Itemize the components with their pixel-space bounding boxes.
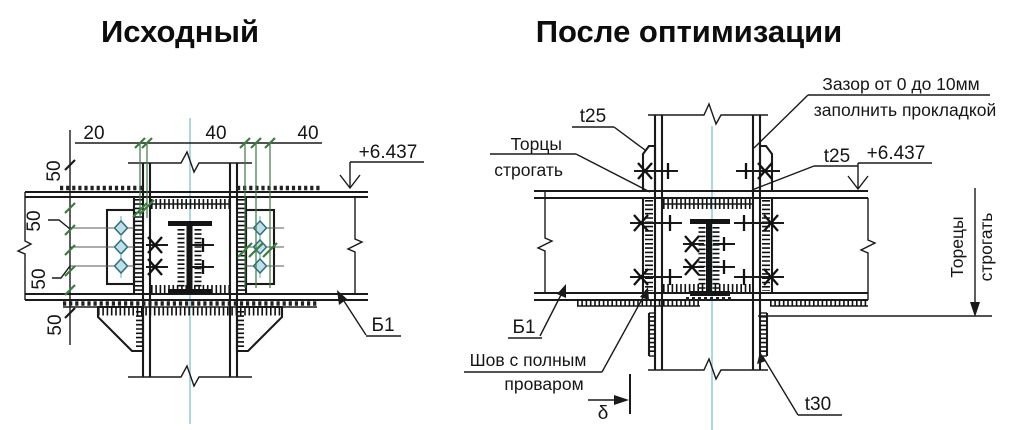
gap-dimension: δ: [588, 374, 631, 424]
drawing-optimized: После оптимизации: [464, 14, 996, 430]
drawing-original: Исходный: [16, 14, 424, 424]
note-line: строгать: [976, 213, 996, 282]
break-symbol: [648, 357, 768, 381]
beam-mark: Б1: [337, 290, 401, 337]
bolt-symbol: [146, 236, 214, 254]
label-t25-right: t25: [751, 146, 858, 191]
break-symbol: [16, 192, 33, 300]
plate-label: t25: [580, 106, 606, 127]
note-line: Шов с полным: [470, 350, 587, 370]
note-line: Торцы: [511, 134, 562, 154]
break-symbol: [648, 102, 768, 126]
elevation-mark: +6.437: [339, 142, 424, 190]
bolt-diamond-icon: [113, 254, 129, 278]
dim-label: 40: [297, 123, 318, 144]
flange-bolts: [630, 162, 784, 286]
delta-label: δ: [598, 403, 609, 424]
dim-label: 20: [83, 123, 104, 144]
bolt-symbol: [736, 162, 780, 180]
column: [128, 150, 252, 388]
note-ends-left: Торцы строгать: [490, 134, 651, 193]
stub-i-section: [683, 219, 735, 301]
break-symbol: [536, 191, 554, 293]
note-weld: Шов с полным проваром: [464, 287, 649, 394]
bolt-symbol: [634, 162, 678, 180]
plate-label: t25: [824, 146, 850, 167]
label-t25-upper: t25: [572, 106, 646, 151]
note-gap: Зазор от 0 до 10мм заполнить прокладкой: [753, 74, 997, 149]
note-ends-vertical: Торецы строгать: [758, 188, 996, 317]
dim-label: 50: [45, 314, 66, 335]
right-title: После оптимизации: [536, 14, 843, 49]
bolt-symbol: [683, 258, 735, 276]
break-symbol: [128, 150, 252, 174]
dim-label: 50: [44, 160, 65, 181]
dim-label: 40: [205, 123, 226, 144]
note-line: проваром: [504, 374, 583, 394]
upper-plates: [641, 144, 774, 193]
beam-label: Б1: [371, 315, 394, 336]
lower-plates: [647, 312, 769, 357]
label-t30: t30: [757, 352, 842, 416]
dimension-left: 50 50 50 50: [24, 130, 76, 345]
dim-label: 50: [24, 210, 45, 231]
note-line: строгать: [494, 160, 563, 180]
stub-i-section: [146, 221, 214, 294]
elevation-label: +6.437: [359, 142, 418, 163]
note-line: Торецы: [947, 216, 967, 277]
beam: [534, 189, 877, 307]
bolt-symbol: [630, 268, 682, 286]
gussets: [96, 305, 284, 353]
bolt-symbol: [146, 258, 214, 276]
plate-label: t30: [805, 394, 831, 415]
dim-label: 50: [29, 268, 50, 289]
break-symbol: [859, 198, 877, 300]
elevation-label: +6.437: [867, 143, 926, 164]
beam-mark: Б1: [508, 284, 566, 339]
break-symbol: [128, 364, 252, 388]
bolt-symbol: [734, 268, 784, 286]
left-title: Исходный: [101, 14, 259, 49]
beam-label: Б1: [512, 317, 535, 338]
dimension-top: 20 40 40: [75, 123, 322, 288]
bolt-symbol: [734, 214, 784, 232]
bolt-symbol: [683, 235, 735, 253]
break-symbol: [346, 197, 364, 294]
bolt-symbol: [630, 214, 682, 232]
elevation-mark: +6.437: [847, 143, 932, 191]
note-line: заполнить прокладкой: [814, 100, 997, 120]
note-line: Зазор от 0 до 10мм: [822, 74, 979, 94]
